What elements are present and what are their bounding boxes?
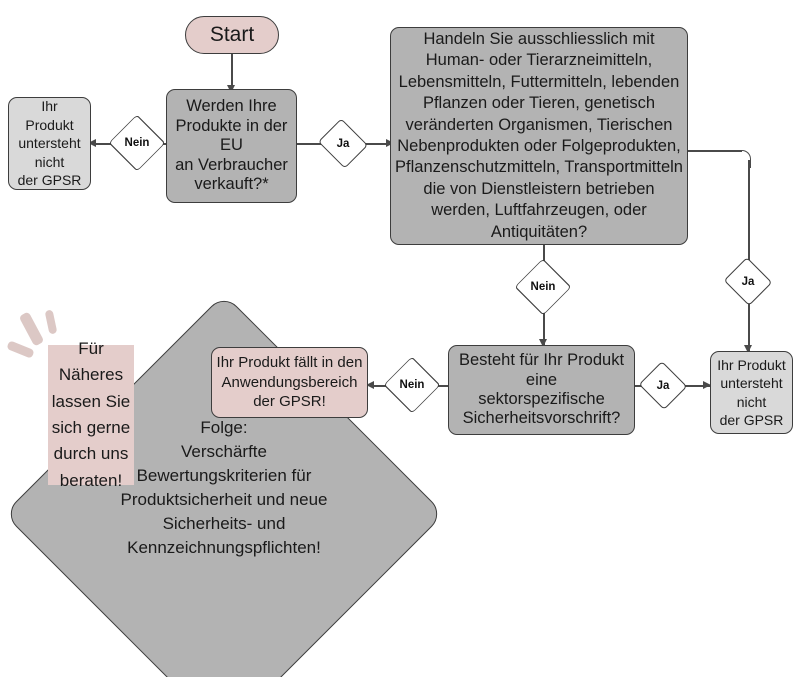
arrowhead-excluded-to-sector xyxy=(539,339,547,347)
sparkle-icon-1 xyxy=(6,340,35,359)
edge-label-eu-yes: Ja xyxy=(317,118,369,169)
edge-label-eu-no-text: Nein xyxy=(124,137,150,149)
edge-label-sector-no: Nein xyxy=(383,356,441,414)
edge-label-excluded-yes-text: Ja xyxy=(741,275,755,288)
edge-label-sector-no-text: Nein xyxy=(399,379,425,391)
edge-label-excluded-yes: Ja xyxy=(723,257,773,306)
connector-excluded-yes-horizontal xyxy=(687,150,742,152)
node-question-sector-rules[interactable]: Besteht für Ihr Produkt eine sektorspezi… xyxy=(448,345,635,435)
edge-label-eu-no: Nein xyxy=(108,114,166,172)
sparkle-icon-3 xyxy=(44,309,58,335)
node-outcome-not-gpsr-right[interactable]: Ihr Produkt untersteht nicht der GPSR xyxy=(710,351,793,434)
edge-label-excluded-no-text: Nein xyxy=(530,281,556,293)
arrowhead-excluded-yes xyxy=(744,345,752,353)
consequence-diamond-label: Folge: Verschärfte Bewertungskriterien f… xyxy=(120,417,328,558)
node-question-excluded-goods[interactable]: Handeln Sie ausschliesslich mit Human- o… xyxy=(390,27,688,245)
sparkle-icon-2 xyxy=(18,311,45,347)
edge-label-excluded-no: Nein xyxy=(514,258,572,316)
node-outcome-not-gpsr-left[interactable]: Ihr Produkt untersteht nicht der GPSR xyxy=(8,97,91,190)
arrowhead-eu-to-notgpsr xyxy=(88,139,96,147)
node-start[interactable]: Start xyxy=(185,16,279,54)
edge-label-sector-yes: Ja xyxy=(638,361,688,410)
consequence-diamond: Folge: Verschärfte Bewertungskriterien f… xyxy=(3,293,445,677)
node-cta-advice[interactable]: Für Näheres lassen Sie sich gerne durch … xyxy=(48,339,134,490)
edge-label-sector-yes-text: Ja xyxy=(656,379,670,392)
connector-start-to-eu xyxy=(231,53,233,89)
node-question-eu-consumers[interactable]: Werden Ihre Produkte in der EU an Verbra… xyxy=(166,89,297,203)
arrowhead-sector-to-notgpsr xyxy=(703,381,711,389)
arrowhead-sector-to-inscope xyxy=(366,381,374,389)
connector-excluded-yes-vertical xyxy=(748,160,750,352)
node-outcome-in-scope[interactable]: Ihr Produkt fällt in den Anwendungsberei… xyxy=(211,347,368,418)
connector-excluded-yes-corner xyxy=(733,150,751,168)
edge-label-eu-yes-text: Ja xyxy=(336,137,350,150)
